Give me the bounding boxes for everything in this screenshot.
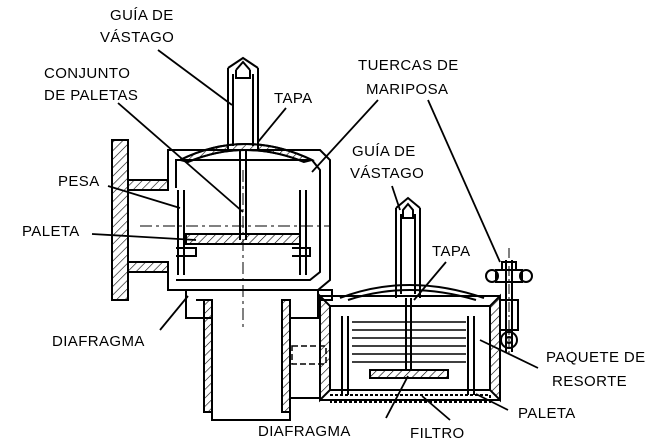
leader-pallet-assembly bbox=[117, 102, 244, 213]
label-stem-guide-right-1: GUÍA DE bbox=[352, 143, 416, 160]
leader-wing-nuts-1 bbox=[311, 99, 379, 173]
labels: GUÍA DE VÁSTAGO CONJUNTO DE PALETAS TAPA… bbox=[22, 7, 646, 442]
label-diaphragm-bottom: DIAFRAGMA bbox=[258, 423, 351, 440]
leader-pallet-right bbox=[475, 393, 509, 411]
leader-cap-right bbox=[413, 261, 447, 301]
label-diaphragm-left: DIAFRAGMA bbox=[52, 333, 145, 350]
leader-spring-pack bbox=[479, 339, 539, 369]
leader-lines bbox=[91, 49, 539, 421]
label-pallet-right: PALETA bbox=[518, 405, 576, 422]
leader-stem-guide-top bbox=[157, 49, 233, 106]
left-valve-body bbox=[111, 56, 333, 421]
label-weight: PESA bbox=[58, 173, 100, 190]
leader-filter bbox=[421, 395, 451, 421]
leader-diaphragm-left bbox=[159, 295, 189, 331]
leader-weight bbox=[107, 185, 181, 209]
leader-stem-guide-right bbox=[391, 185, 401, 211]
label-cap-right: TAPA bbox=[432, 243, 471, 260]
label-spring-pack-2: RESORTE bbox=[552, 373, 627, 390]
label-pallet-assembly-2: DE PALETAS bbox=[44, 87, 138, 104]
label-pallet-left: PALETA bbox=[22, 223, 80, 240]
label-pallet-assembly-1: CONJUNTO bbox=[44, 65, 130, 82]
leader-pallet-left bbox=[91, 233, 197, 241]
label-filter: FILTRO bbox=[410, 425, 465, 442]
label-wing-nuts-1: TUERCAS DE bbox=[358, 57, 459, 74]
leader-wing-nuts-2 bbox=[427, 99, 501, 263]
label-stem-guide-top-2: VÁSTAGO bbox=[100, 29, 174, 46]
leader-cap-top bbox=[257, 107, 287, 143]
label-spring-pack-1: PAQUETE DE bbox=[546, 349, 646, 366]
leader-diaphragm-bottom bbox=[385, 375, 409, 419]
label-stem-guide-right-2: VÁSTAGO bbox=[350, 165, 424, 182]
label-wing-nuts-2: MARIPOSA bbox=[366, 81, 448, 98]
right-valve-body bbox=[319, 196, 533, 403]
label-cap-top: TAPA bbox=[274, 90, 313, 107]
label-stem-guide-top-1: GUÍA DE bbox=[110, 7, 174, 24]
